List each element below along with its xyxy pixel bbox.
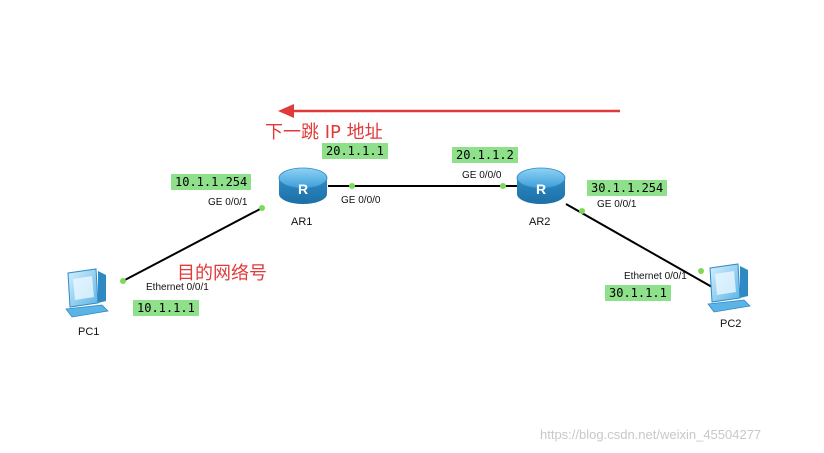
port-label-ar2-ge001: GE 0/0/1 (597, 199, 637, 210)
link-pc1-ar1 (122, 207, 263, 282)
port-dot-ar1-ge001 (259, 205, 265, 211)
next-hop-arrow (278, 104, 620, 118)
device-name-pc1: PC1 (78, 326, 100, 338)
ip-ar2-ge001: 30.1.1.254 (587, 180, 668, 196)
ip-pc2: 30.1.1.1 (605, 285, 671, 301)
port-dot-ar2-ge000 (500, 183, 506, 189)
device-name-ar1: AR1 (291, 216, 313, 228)
ip-pc1: 10.1.1.1 (133, 300, 199, 316)
port-dot-ar2-ge001 (579, 208, 585, 214)
port-label-ar2-ge000: GE 0/0/0 (462, 170, 502, 181)
device-name-pc2: PC2 (720, 318, 742, 330)
svg-text:R: R (536, 181, 546, 197)
port-dot-pc1 (120, 278, 126, 284)
ip-ar1-ge001: 10.1.1.254 (171, 174, 252, 190)
pc1-icon[interactable] (65, 268, 109, 318)
pc2-icon[interactable] (707, 263, 751, 313)
router-ar2-icon[interactable]: R (516, 167, 566, 204)
port-label-ar1-ge001: GE 0/0/1 (208, 197, 248, 208)
port-dot-pc2 (698, 268, 704, 274)
watermark: https://blog.csdn.net/weixin_45504277 (540, 427, 762, 442)
link-ar2-pc2 (565, 203, 713, 288)
ip-ar1-ge000: 20.1.1.1 (322, 143, 388, 159)
ip-ar2-ge000: 20.1.1.2 (452, 147, 518, 163)
destination-network-annotation: 目的网络号 (177, 263, 267, 284)
port-label-pc1-eth: Ethernet 0/0/1 (146, 282, 209, 293)
port-label-pc2-eth: Ethernet 0/0/1 (624, 271, 687, 282)
router-ar1-icon[interactable]: R (278, 167, 328, 204)
port-label-ar1-ge000: GE 0/0/0 (341, 195, 381, 206)
port-dot-ar1-ge000 (349, 183, 355, 189)
next-hop-annotation: 下一跳 IP 地址 (265, 122, 383, 143)
device-name-ar2: AR2 (529, 216, 551, 228)
svg-text:R: R (298, 181, 308, 197)
